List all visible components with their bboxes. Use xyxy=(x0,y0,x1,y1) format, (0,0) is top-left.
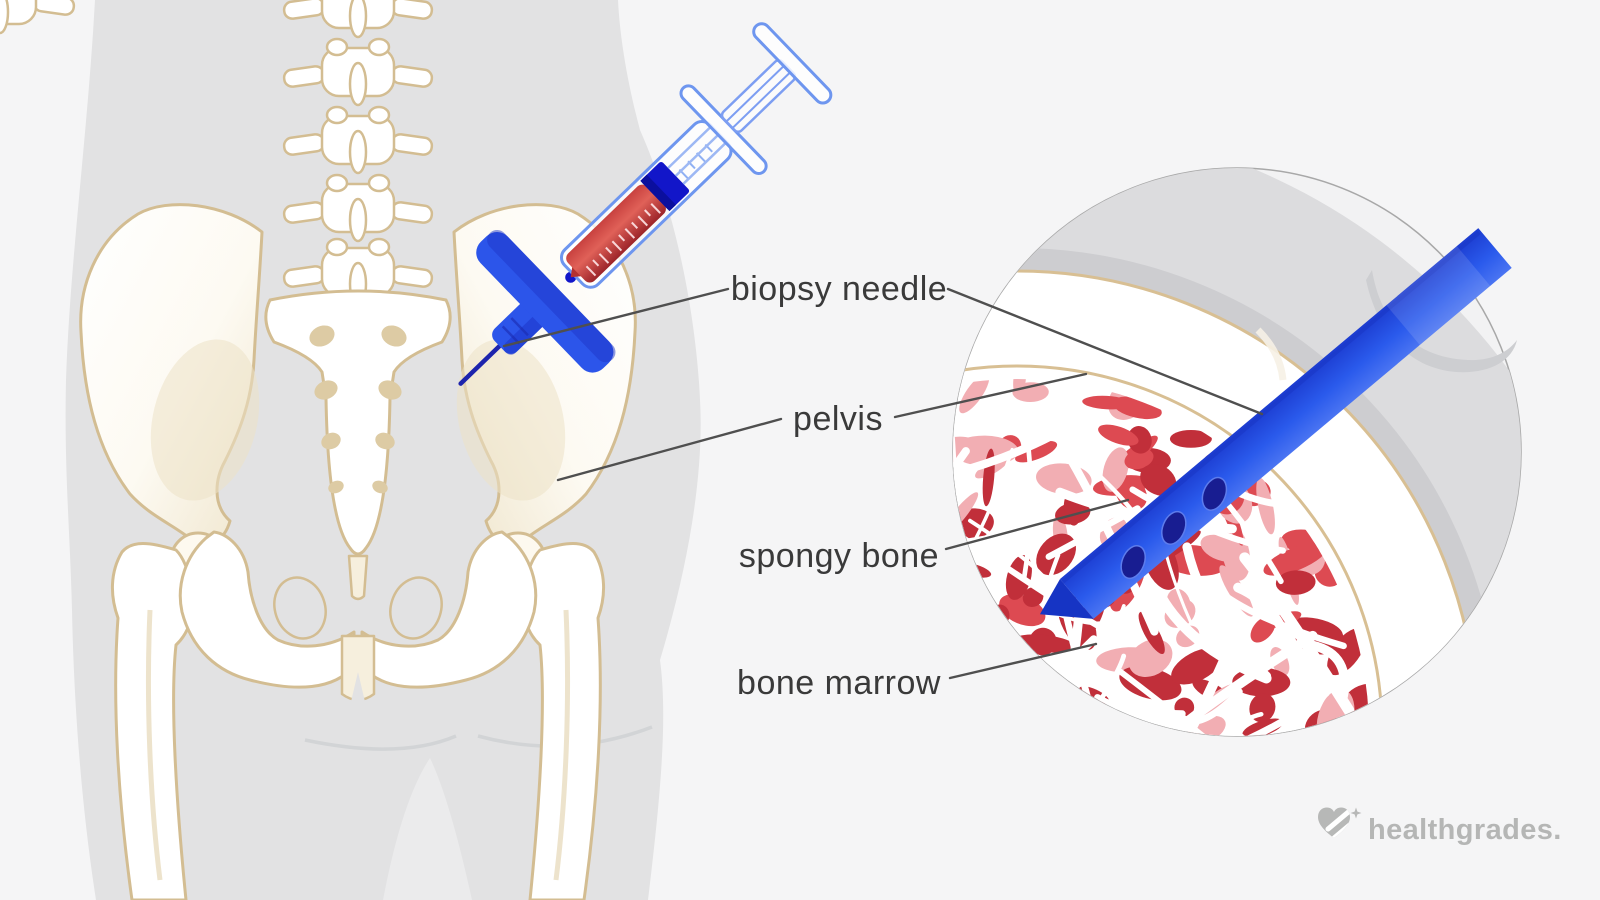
leader-pelvis-right xyxy=(893,372,1088,419)
label-bone-marrow: bone marrow xyxy=(737,664,941,702)
blood-sample xyxy=(566,184,666,283)
coccyx xyxy=(347,554,369,601)
sacral-foramina xyxy=(309,325,407,494)
leader-biopsy-needle-right xyxy=(946,287,1264,416)
leader-spongy-bone xyxy=(944,498,1130,551)
logo-wordmark: healthgrades. xyxy=(1368,814,1562,846)
ischium-pubis-right xyxy=(360,530,538,689)
obturator-foramen-right xyxy=(389,576,443,640)
bone-entry-arc xyxy=(1255,327,1287,381)
needle-side-holes xyxy=(1120,476,1228,580)
needle-bevel-tip xyxy=(1039,579,1094,619)
inset-biopsy-needle xyxy=(1039,228,1512,619)
ilium-left xyxy=(79,203,264,546)
sacrum xyxy=(264,289,452,601)
obturator-foramen-left xyxy=(273,576,327,640)
sparkle-icon xyxy=(1350,807,1362,819)
barrel-ticks-red xyxy=(585,203,661,277)
labels: biopsy needle pelvis spongy bone bone ma… xyxy=(731,270,947,702)
leader-biopsy-needle-left xyxy=(502,287,730,348)
spine xyxy=(0,0,435,307)
pubic-arch-notch xyxy=(350,672,366,706)
buttock-crease-left xyxy=(304,734,457,751)
thumb-rest xyxy=(752,22,833,105)
label-biopsy-needle: biopsy needle xyxy=(731,270,947,308)
inner-thigh-gap xyxy=(383,758,472,900)
syringe-plunger xyxy=(720,22,833,134)
biopsy-needle-handle xyxy=(476,229,616,373)
leader-pelvis-left xyxy=(556,417,783,482)
label-pelvis: pelvis xyxy=(793,400,883,438)
plunger-seal xyxy=(641,162,690,210)
label-spongy-bone: spongy bone xyxy=(739,537,939,575)
leader-bone-marrow xyxy=(948,642,1098,680)
skeleton-pelvis xyxy=(0,0,637,900)
syringe-icon xyxy=(458,22,833,386)
leader-lines xyxy=(502,287,1264,680)
plunger-rod-inside xyxy=(667,126,727,185)
syringe-barrel xyxy=(559,84,768,289)
